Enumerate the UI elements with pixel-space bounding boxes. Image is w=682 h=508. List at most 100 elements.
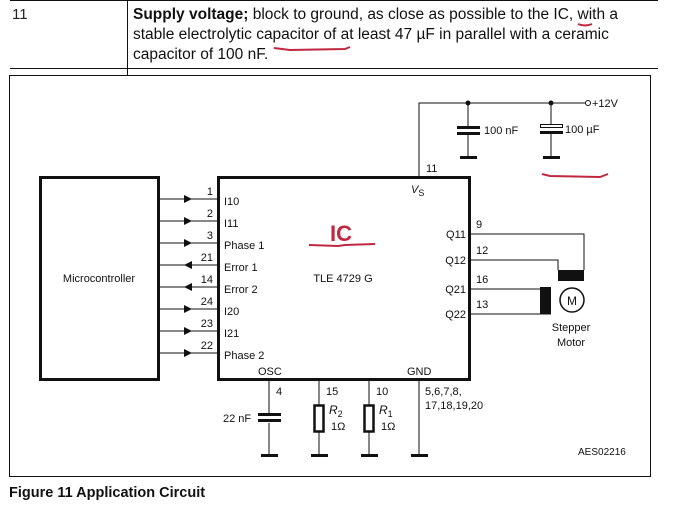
r2-resistor [313,404,325,433]
description-text: , with a [568,6,619,23]
table-column-divider [127,0,128,75]
pin-name: I21 [224,328,239,340]
pin-number: 12 [476,245,488,257]
figure-caption: Figure 11 Application Circuit [9,485,206,501]
cap-ceramic-plate [457,126,480,129]
supply-terminal [585,100,591,106]
ground-symbol [411,454,428,457]
ic-annotation-underline [308,243,376,248]
ground-symbol [261,454,278,457]
arrow-right-icon [184,239,192,247]
osc-cap-plate [258,419,281,422]
cap-ceramic-plate [457,132,480,135]
r1-pin-number: 10 [376,386,388,398]
annotation-underline-electrolytic [541,173,609,179]
pin-name: I11 [224,218,238,230]
pin-name: Q22 [445,309,466,321]
pin-name: Q12 [445,255,466,267]
ground-symbol [460,156,477,159]
cap-electrolytic-negative-plate [540,131,563,134]
cap-electrolytic-positive-plate [540,124,563,128]
motor-wire [471,259,559,270]
osc-cap-label: 22 nF [223,413,251,425]
description-ic: IC [553,6,569,23]
description-text: stable electrolytic capacitor of [133,26,341,43]
table-bottom-border [10,68,658,69]
annotation-underline-capacitor [273,46,351,52]
figure-frame [9,75,651,477]
arrow-right-icon [184,195,192,203]
ic-block [217,176,471,381]
cap-ceramic-label: 100 nF [484,125,519,137]
pin-number: 13 [476,299,488,311]
gnd-label: GND [407,366,432,378]
description-bold: Supply voltage; [133,6,249,23]
ground-symbol [311,454,328,457]
r1-name: R1 [379,403,393,419]
osc-label: OSC [258,366,282,378]
description-highlight: at least 47 µF [340,26,435,43]
pin-number: 21 [201,252,213,264]
arrow-right-icon [184,327,192,335]
cap-electrolytic-label: 100 µF [565,124,600,136]
motor-symbol [559,287,585,313]
pin-number: 22 [201,340,213,352]
pin-number: 24 [201,296,213,308]
osc-pin-number: 4 [276,386,282,398]
pin-name: Q11 [446,229,466,241]
r2-name: R2 [329,403,343,419]
gnd-pins-line2: 17,18,19,20 [425,400,483,412]
arrow-right-icon [184,217,192,225]
gnd-pins-line1: 5,6,7,8, [425,386,462,398]
vs-label: VS [411,184,424,198]
description-text: in parallel with a ceramic [434,26,609,43]
pin-description-cell: Supply voltage; block to ground, as clos… [133,5,663,65]
arrow-left-icon [184,283,192,291]
r2-pin-number: 15 [326,386,338,398]
pin-number: 14 [201,274,213,286]
pin-number: 9 [476,219,482,231]
figure-code: AES02216 [578,447,626,458]
pin-name: Q21 [445,284,466,296]
motor-label-line1: Stepper [552,322,591,334]
ground-symbol [361,454,378,457]
pin-number: 1 [207,186,213,198]
motor-winding-2 [540,287,551,314]
pin-number: 3 [207,230,213,242]
pin-number: 2 [207,208,213,220]
annotation-underline-ic [577,23,593,27]
motor-winding-1 [558,270,584,281]
arrow-left-icon [184,261,192,269]
description-text: capacitor of 100 nF. [133,46,269,63]
supply-voltage-label: +12V [592,98,619,110]
supply-wire [418,102,585,177]
pin-name: Phase 1 [224,240,264,252]
motor-wire [471,233,585,270]
pin-number-cell: 11 [12,6,28,23]
motor-symbol-label: M [567,294,577,308]
description-text: block to ground, as close as possible to… [248,6,554,23]
ic-annotation: IC [330,221,352,246]
pin-number: 16 [476,274,488,286]
ground-symbol [543,156,560,159]
table-top-border [10,0,658,1]
r1-resistor [363,404,375,433]
motor-label-line2: Motor [557,337,585,349]
osc-cap-plate [258,413,281,416]
ic-part-number: TLE 4729 G [313,273,372,285]
pin-name: Error 1 [224,262,258,274]
pin-number: 23 [201,318,213,330]
arrow-right-icon [184,349,192,357]
arrow-right-icon [184,305,192,313]
pin-name: Phase 2 [224,350,264,362]
microcontroller-label: Microcontroller [63,273,135,285]
r2-value: 1Ω [331,421,345,433]
microcontroller-block [39,176,160,381]
pin-name: Error 2 [224,284,258,296]
pin-name: I10 [224,196,239,208]
vs-pin-number: 11 [426,163,437,175]
pin-name: I20 [224,306,239,318]
